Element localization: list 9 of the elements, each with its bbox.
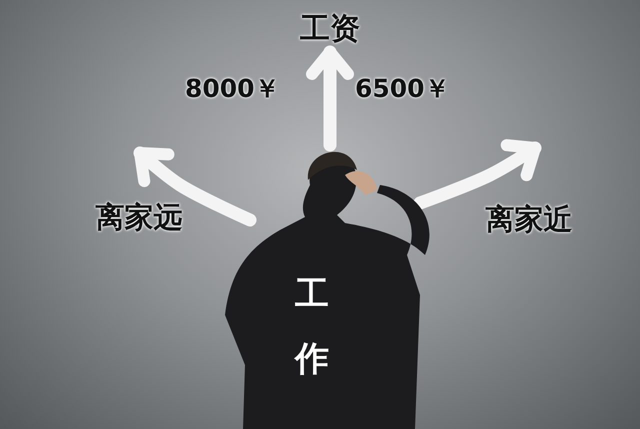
salary-label: 6500￥ (355, 73, 450, 105)
jacket-text: 工作 (295, 273, 329, 381)
option-label: 离家近 (486, 201, 572, 238)
option-label: 离家远 (96, 199, 182, 236)
option-label: 工资 (300, 10, 360, 48)
arrow (414, 139, 542, 210)
salary-label: 8000￥ (185, 73, 280, 105)
arrow (306, 46, 354, 152)
arrow (134, 146, 256, 226)
